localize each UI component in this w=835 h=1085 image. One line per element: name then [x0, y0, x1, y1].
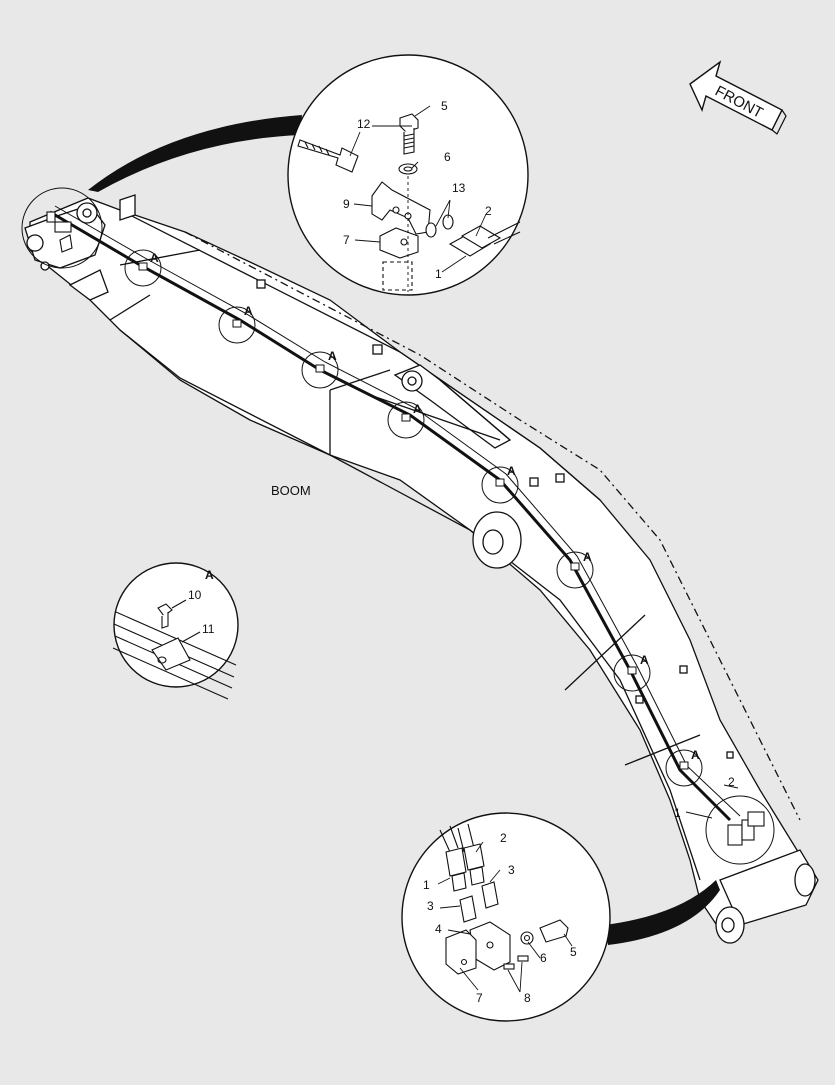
bottom-label-3a: 3: [508, 863, 515, 877]
bottom-label-8: 8: [524, 991, 531, 1005]
top-label-2: 2: [485, 204, 492, 218]
top-label-6: 6: [444, 150, 451, 164]
top-detail-connector: [88, 115, 302, 192]
boom-callout-1: 1: [674, 806, 681, 820]
bottom-label-2: 2: [500, 831, 507, 845]
boom-callouts: 2 1: [674, 775, 739, 820]
marker-a-4: A: [413, 402, 422, 416]
top-label-5: 5: [441, 99, 448, 113]
bottom-label-6: 6: [540, 951, 547, 965]
marker-a-8: A: [691, 748, 700, 762]
foot-detail-circle: [21, 187, 103, 269]
detail-a-label-11: 11: [202, 622, 215, 636]
marker-a-7: A: [640, 653, 649, 667]
bottom-label-1: 1: [423, 878, 430, 892]
marker-a-1: A: [150, 251, 159, 265]
detail-a-title: A: [205, 568, 214, 582]
detail-a-marker-labels: A A A A A A A A: [150, 251, 700, 762]
bottom-label-4: 4: [435, 922, 442, 936]
bottom-detail: 2 1 3 3 4 6 5 7 8: [401, 812, 611, 1022]
boom-label: BOOM: [271, 483, 311, 498]
bottom-label-5: 5: [570, 945, 577, 959]
tip-fitting: [705, 795, 775, 865]
detail-a-clips: [138, 262, 689, 770]
marker-a-5: A: [507, 464, 516, 478]
bottom-detail-connector: [605, 880, 720, 945]
foot-fitting: [46, 211, 73, 253]
bottom-label-7: 7: [476, 991, 483, 1005]
marker-a-2: A: [244, 304, 253, 318]
top-detail: 12 5 6 9 13 2 7 1: [287, 54, 529, 296]
top-label-1: 1: [435, 267, 442, 281]
top-label-7: 7: [343, 233, 350, 247]
hose-line: [49, 205, 741, 822]
boom-structure: [24, 194, 819, 944]
marker-a-6: A: [583, 550, 592, 564]
top-label-13: 13: [452, 181, 466, 195]
detail-a-markers: [124, 249, 703, 787]
marker-a-3: A: [328, 349, 337, 363]
boom-callout-2: 2: [728, 775, 735, 789]
top-label-9: 9: [343, 197, 350, 211]
top-label-12: 12: [357, 117, 371, 131]
detail-a: A 10 11: [112, 562, 239, 700]
front-arrow: FRONT: [689, 60, 787, 135]
bottom-label-3b: 3: [427, 899, 434, 913]
detail-a-label-10: 10: [188, 588, 202, 602]
